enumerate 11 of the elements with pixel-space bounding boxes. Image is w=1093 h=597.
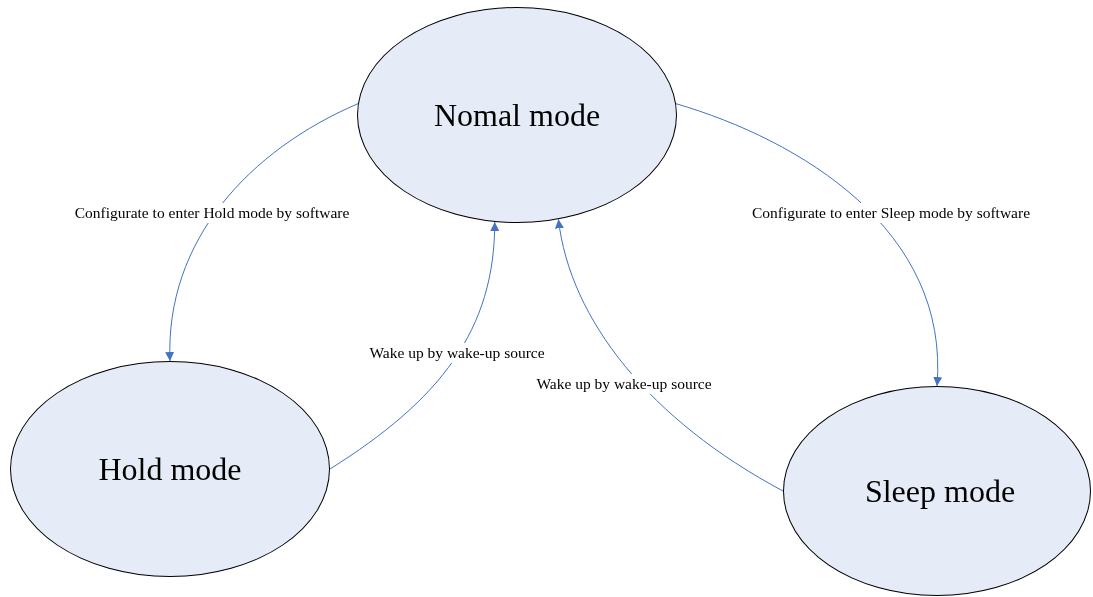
edge-label: Wake up by wake-up source [367, 343, 547, 363]
arrow [165, 103, 359, 362]
edge-label: Configurate to enter Hold mode by software [72, 203, 352, 223]
edge-label: Wake up by wake-up source [534, 374, 714, 394]
state-name: Hold mode [98, 450, 242, 488]
state-name: Nomal mode [433, 96, 601, 134]
arrow [329, 221, 499, 470]
state-name: Sleep mode [864, 472, 1016, 510]
edge-label: Configurate to enter Sleep mode by software [749, 203, 1033, 223]
arrow [555, 218, 784, 492]
arrow [675, 103, 942, 387]
